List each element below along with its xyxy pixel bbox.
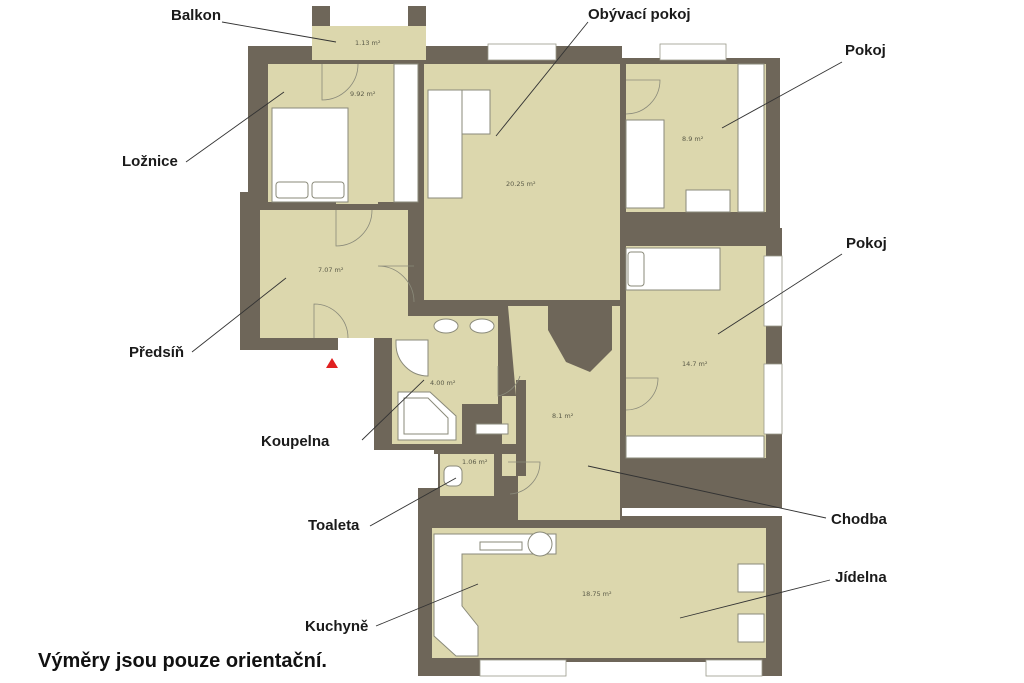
interior-walls — [260, 60, 782, 508]
label-obyvaci-pokoj: Obývací pokoj — [588, 6, 691, 23]
kitchen-counter-icon — [433, 533, 557, 657]
area-toaleta: 1.06 m² — [462, 458, 488, 466]
wardrobe-icon — [737, 63, 765, 213]
room-balkon — [312, 26, 426, 60]
wardrobe-icon — [625, 435, 765, 459]
label-pokoj-2: Pokoj — [846, 235, 887, 252]
area-loznice: 9.92 m² — [350, 90, 376, 98]
stove-icon — [527, 531, 553, 557]
area-pokoj-2: 14.7 m² — [682, 360, 708, 368]
disclaimer-note: Výměry jsou pouze orientační. — [38, 650, 327, 672]
bathtub-icon — [397, 391, 457, 441]
label-koupelna: Koupelna — [261, 433, 330, 450]
entrance-marker-icon — [326, 358, 338, 368]
label-toaleta: Toaleta — [308, 517, 360, 534]
area-obyvaci-pokoj: 20.25 m² — [506, 180, 536, 188]
furniture — [271, 63, 765, 657]
label-kuchyne: Kuchyně — [305, 618, 368, 635]
label-loznice: Ložnice — [122, 153, 178, 170]
chair-icon — [737, 613, 765, 643]
label-jidelna: Jídelna — [835, 569, 887, 586]
bed-icon — [625, 119, 665, 209]
sink-icon — [469, 318, 495, 334]
room-predsin — [260, 210, 408, 338]
area-labels: 1.13 m² 9.92 m² 20.25 m² 8.9 m² 7.07 m² … — [318, 39, 708, 598]
area-pokoj-1: 8.9 m² — [682, 135, 704, 143]
area-balkon: 1.13 m² — [355, 39, 381, 47]
area-chodba: 8.1 m² — [552, 412, 574, 420]
room-labels: Balkon Obývací pokoj Pokoj Ložnice Pokoj… — [122, 6, 887, 635]
chair-icon — [737, 563, 765, 593]
wardrobe-icon — [393, 63, 419, 203]
sink-icon — [433, 318, 459, 334]
label-predsin: Předsíň — [129, 344, 184, 361]
area-predsin: 7.07 m² — [318, 266, 344, 274]
sofa-icon — [427, 89, 463, 199]
shower-icon — [395, 339, 429, 377]
doors — [313, 63, 661, 495]
label-pokoj-1: Pokoj — [845, 42, 886, 59]
windows — [479, 43, 783, 677]
area-koupelna: 4.00 m² — [430, 379, 456, 387]
area-kuchyne: 18.75 m² — [582, 590, 612, 598]
label-balkon: Balkon — [171, 7, 221, 24]
leader-lines — [185, 21, 843, 627]
toilet-icon — [443, 465, 463, 487]
label-chodba: Chodba — [831, 511, 887, 528]
